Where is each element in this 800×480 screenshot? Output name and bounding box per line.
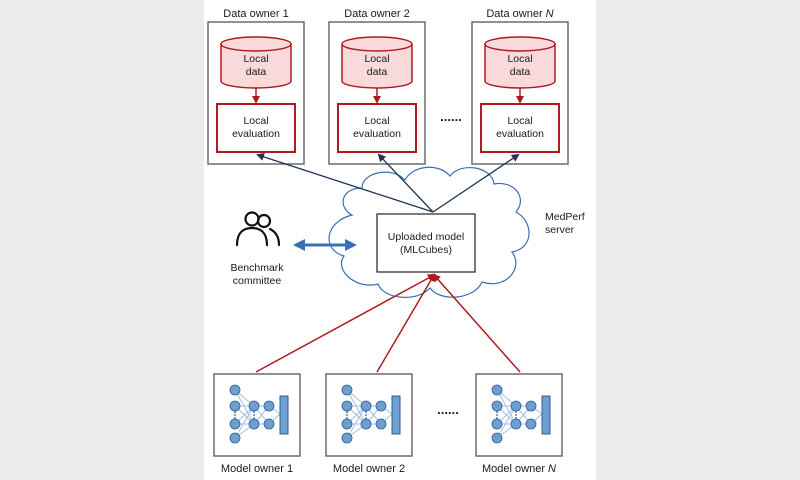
server-to-owner-2-arrow	[377, 153, 434, 213]
local-data-label: Local	[364, 53, 389, 65]
local-evaluation-label: Local	[507, 115, 532, 127]
database-icon	[484, 36, 556, 89]
local-evaluation-box	[337, 103, 417, 153]
people-icon	[235, 211, 281, 247]
data-owner-1: Data owner 1 Local data Local evaluation	[207, 8, 305, 165]
neural-network-icon	[491, 384, 551, 444]
local-evaluation-box	[216, 103, 296, 153]
network-node	[491, 432, 503, 444]
model-owner-1: Model owner 1	[213, 373, 301, 475]
network-node	[525, 418, 537, 430]
network-node	[341, 384, 353, 396]
output-layer	[541, 395, 551, 435]
ellipsis: ......	[440, 109, 462, 124]
neural-network-icon	[229, 384, 289, 444]
data-owner-title: Data owner 1	[223, 8, 288, 20]
network-node	[491, 400, 503, 412]
output-layer	[279, 395, 289, 435]
model-owner-2: Model owner 2	[325, 373, 413, 475]
network-node	[491, 418, 503, 430]
network-node	[263, 418, 275, 430]
local-evaluation-label: Local	[243, 115, 268, 127]
model-owner-n: Model owner N	[475, 373, 563, 475]
server-to-owner-1-arrow	[256, 153, 434, 213]
local-evaluation-label: evaluation	[496, 128, 544, 140]
local-data-label: Local	[243, 53, 268, 65]
database-icon	[341, 36, 413, 89]
network-node	[510, 400, 522, 412]
network-node	[360, 400, 372, 412]
local-data-label: Local	[507, 53, 532, 65]
network-node	[248, 400, 260, 412]
network-node	[491, 384, 503, 396]
database-icon	[220, 36, 292, 89]
local-data-label: data	[510, 66, 531, 78]
network-node	[375, 418, 387, 430]
local-evaluation-label: Local	[364, 115, 389, 127]
neural-network-icon	[341, 384, 401, 444]
network-node	[229, 384, 241, 396]
uploaded-model-label: Uploaded model	[388, 231, 464, 243]
server-name-label: server	[545, 224, 575, 236]
network-node	[248, 418, 260, 430]
network-node	[341, 400, 353, 412]
data-owner-title: Data owner 2	[344, 8, 409, 20]
data-owner-n: Data owner N Local data Local evaluation	[471, 8, 569, 165]
network-node	[510, 418, 522, 430]
uploaded-model-box	[376, 213, 476, 273]
data-owner-title: Data owner N	[486, 8, 553, 20]
owner-n-to-server-arrow	[432, 273, 521, 373]
output-layer	[391, 395, 401, 435]
local-evaluation-label: evaluation	[232, 128, 280, 140]
committee-label: Benchmark	[230, 262, 284, 274]
server-to-owner-n-arrow	[432, 153, 520, 213]
local-evaluation-label: evaluation	[353, 128, 401, 140]
model-owner-title: Model owner 2	[333, 463, 405, 475]
network-node	[229, 432, 241, 444]
uploaded-model-label: (MLCubes)	[400, 244, 452, 256]
network-node	[229, 400, 241, 412]
ellipsis: ......	[437, 402, 459, 417]
model-owner-title: Model owner N	[482, 463, 556, 475]
committee-label: committee	[233, 275, 282, 287]
network-node	[263, 400, 275, 412]
network-node	[341, 418, 353, 430]
network-node	[375, 400, 387, 412]
network-node	[525, 400, 537, 412]
server-name-label: MedPerf	[545, 211, 585, 223]
owner-1-to-server-arrow	[255, 274, 436, 373]
owner-2-to-server-arrow	[376, 273, 436, 373]
network-node	[360, 418, 372, 430]
network-node	[229, 418, 241, 430]
model-owner-title: Model owner 1	[221, 463, 293, 475]
local-data-label: data	[246, 66, 267, 78]
local-data-label: data	[367, 66, 388, 78]
network-node	[341, 432, 353, 444]
local-evaluation-box	[480, 103, 560, 153]
data-owner-2: Data owner 2 Local data Local evaluation	[328, 8, 426, 165]
